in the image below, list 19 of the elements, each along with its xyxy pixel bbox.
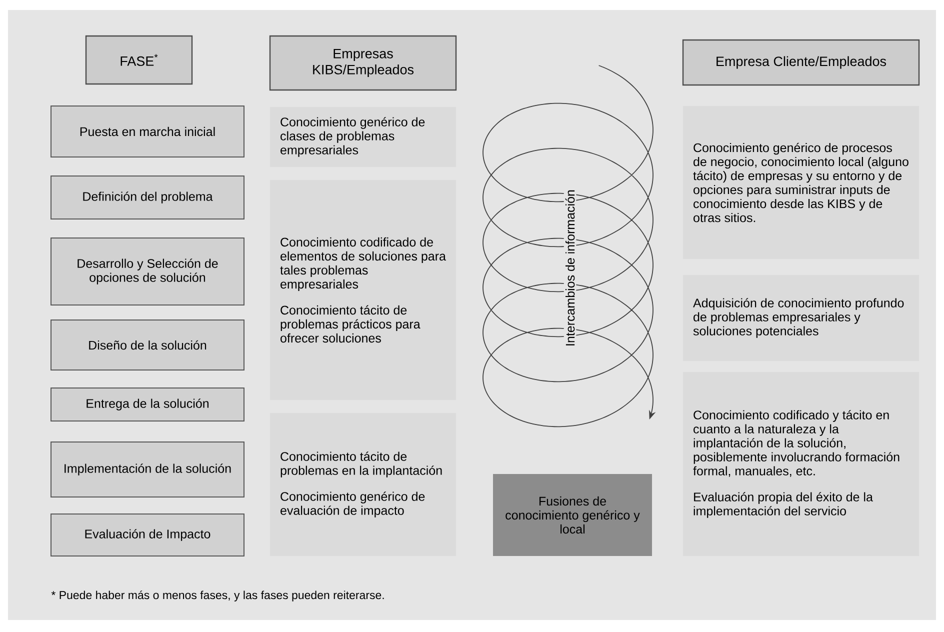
header-box: Empresas KIBS/Empleados <box>269 35 457 91</box>
info-box: Conocimiento genérico de procesos de negocio, conocimiento local (alguno tácito) de empresas y su entorno y de opciones para suministrar inputs de conocimiento desde las KIBS y de otras sitios. <box>683 106 919 259</box>
phase-box: Implementación de la solución <box>50 442 244 498</box>
header-box: FASE$^{*}$ <box>85 35 193 85</box>
footnote: * Puede haber más o menos fases, y las fases pueden reiterarse. <box>51 590 384 602</box>
info-box: Conocimiento genérico de clases de problemas empresariales <box>270 107 456 167</box>
rotated-label: Intercambios de información <box>564 188 576 348</box>
header-box: Empresa Cliente/Empleados <box>682 39 920 86</box>
info-box: Conocimiento codificado de elementos de soluciones para tales problemas empresariales Conocimiento tácito de problemas prácticos para ofrecer soluciones <box>270 180 456 400</box>
phase-box: Evaluación de Impacto <box>50 514 244 556</box>
info-box: Conocimiento codificado y tácito en cuanto a la naturaleza y la implantación de la solución, posiblemente involucrando formación formal, manuales, etc. Evaluación propia del éxito de la implementación del servicio <box>683 372 919 556</box>
info-box: Adquisición de conocimiento profundo de problemas empresariales y soluciones potenciales <box>683 275 919 361</box>
result-box: Fusiones de conocimiento genérico y local <box>493 474 652 556</box>
phase-box: Definición del problema <box>50 176 244 220</box>
phase-box: Entrega de la solución <box>50 388 244 422</box>
phase-box: Desarrollo y Selección de opciones de solución <box>50 238 244 306</box>
phase-box: Puesta en marcha inicial <box>50 106 244 158</box>
info-box: Conocimiento tácito de problemas en la implantación Conocimiento genérico de evaluación de impacto <box>270 413 456 556</box>
phase-box: Diseño de la solución <box>50 320 244 370</box>
